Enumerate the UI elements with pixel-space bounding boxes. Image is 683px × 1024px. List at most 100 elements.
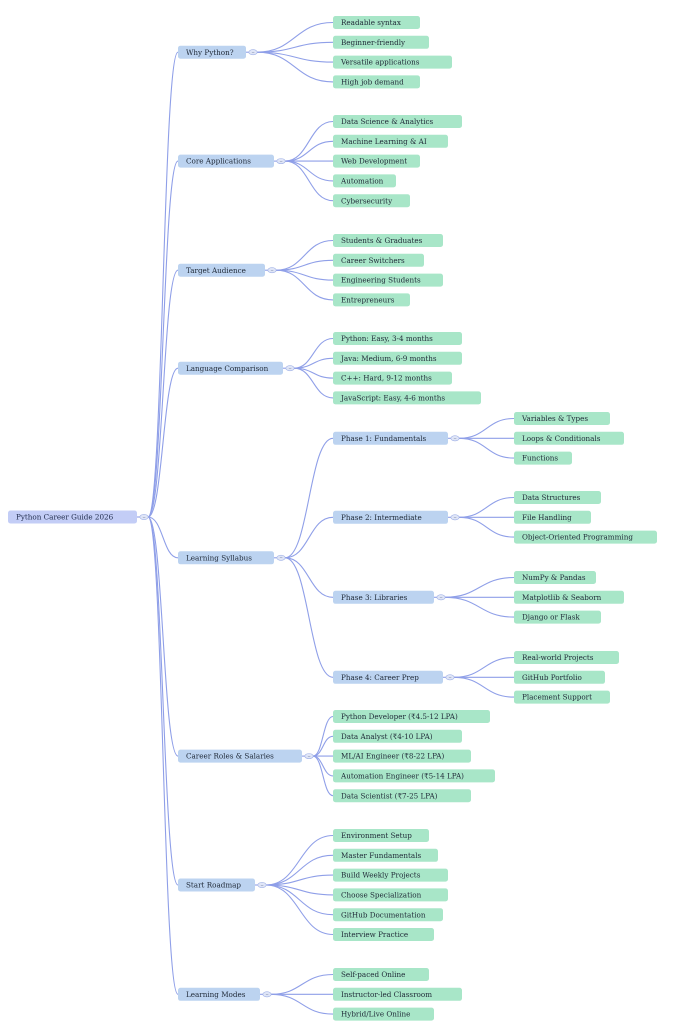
edge-python-career-guide-2026-career-roles-salaries [147,516,179,757]
node-box [333,134,448,148]
node-label: Matplotlib & Seaborn [522,593,602,602]
collapse-toggle-start-roadmap[interactable]: − [257,882,267,888]
leaf-node-high-job-demand[interactable]: High job demand [333,75,420,89]
branch-node-why-python[interactable]: Why Python? [178,45,246,59]
leaf-node-cybersecurity[interactable]: Cybersecurity [333,194,410,208]
node-box [333,194,410,208]
collapse-toggle-why-python[interactable]: − [248,49,258,56]
leaf-node-real-world-projects[interactable]: Real-world Projects [514,651,619,664]
collapse-toggle-target-audience[interactable]: − [267,267,277,274]
collapse-toggle-phase-4-career-prep[interactable]: − [445,674,455,681]
node-box [178,551,274,565]
leaf-node-github-portfolio[interactable]: GitHub Portfolio [514,670,605,684]
node-box [178,154,274,168]
leaf-node-build-weekly-projects[interactable]: Build Weekly Projects [333,868,448,882]
leaf-node-variables-types[interactable]: Variables & Types [514,412,610,425]
leaf-node-java-medium-6-9-months[interactable]: Java: Medium, 6-9 months [333,351,462,365]
edge-career-roles-salaries-data-scientist-7-25-lpa [312,755,334,797]
edge-target-audience-career-switchers [275,259,334,271]
leaf-node-automation-engineer-5-14-lpa[interactable]: Automation Engineer (₹5-14 LPA) [333,769,495,783]
branch-node-target-audience[interactable]: Target Audience [178,263,265,277]
leaf-node-automation[interactable]: Automation [333,174,396,188]
branch-node-career-roles-salaries[interactable]: Career Roles & Salaries [178,749,302,763]
node-box [333,174,396,188]
node-layer: Python Career Guide 2026 Why Python? Reada… [8,16,657,1021]
edge-phase-1-fundamentals-functions [458,437,515,459]
leaf-node-entrepreneurs[interactable]: Entrepreneurs [333,293,410,307]
leaf-node-engineering-students[interactable]: Engineering Students [333,273,443,287]
leaf-node-data-structures[interactable]: Data Structures [514,491,601,504]
leaf-node-data-science-analytics[interactable]: Data Science & Analytics [333,115,462,128]
collapse-toggle-python-career-guide-2026[interactable]: − [139,514,149,520]
leaf-node-versatile-applications[interactable]: Versatile applications [333,55,452,69]
leaf-node-instructor-led-classroom[interactable]: Instructor-led Classroom [333,987,462,1001]
branch-node-phase-4-career-prep[interactable]: Phase 4: Career Prep [333,670,443,684]
node-box [514,670,605,684]
node-box [333,391,481,405]
leaf-node-object-oriented-programming[interactable]: Object-Oriented Programming [514,530,657,544]
leaf-node-master-fundamentals[interactable]: Master Fundamentals [333,848,438,862]
node-box [8,510,137,524]
leaf-node-hybrid-live-online[interactable]: Hybrid/Live Online [333,1007,434,1021]
collapse-toggle-phase-2-intermediate[interactable]: − [450,514,460,521]
branch-node-learning-syllabus[interactable]: Learning Syllabus [178,551,274,565]
leaf-node-matplotlib-seaborn[interactable]: Matplotlib & Seaborn [514,590,624,604]
collapse-toggle-language-comparison[interactable]: − [285,365,295,372]
collapse-toggle-phase-1-fundamentals[interactable]: − [450,435,460,442]
branch-node-phase-2-intermediate[interactable]: Phase 2: Intermediate [333,510,448,524]
svg-text:−: − [265,992,268,997]
leaf-node-data-scientist-7-25-lpa[interactable]: Data Scientist (₹7-25 LPA) [333,789,471,803]
leaf-node-interview-practice[interactable]: Interview Practice [333,928,434,941]
node-box [514,571,596,584]
leaf-node-loops-conditionals[interactable]: Loops & Conditionals [514,431,624,445]
node-box [178,987,260,1001]
leaf-node-django-or-flask[interactable]: Django or Flask [514,610,601,624]
svg-text:−: − [453,515,456,520]
leaf-node-python-easy-3-4-months[interactable]: Python: Easy, 3-4 months [333,332,462,345]
branch-node-core-applications[interactable]: Core Applications [178,154,274,168]
leaf-node-career-switchers[interactable]: Career Switchers [333,253,424,267]
node-label: JavaScript: Easy, 4-6 months [340,394,445,403]
collapse-toggle-learning-syllabus[interactable]: − [276,554,286,561]
leaf-node-choose-specialization[interactable]: Choose Specialization [333,888,448,902]
branch-node-phase-3-libraries[interactable]: Phase 3: Libraries [333,590,434,604]
node-label: Master Fundamentals [341,851,421,860]
collapse-toggle-career-roles-salaries[interactable]: − [304,753,314,759]
node-box [333,710,490,723]
leaf-node-environment-setup[interactable]: Environment Setup [333,829,429,842]
collapse-toggle-core-applications[interactable]: − [276,158,286,164]
node-box [333,888,448,902]
branch-node-language-comparison[interactable]: Language Comparison [178,361,283,375]
collapse-toggle-learning-modes[interactable]: − [262,991,272,998]
leaf-node-beginner-friendly[interactable]: Beginner-friendly [333,35,429,49]
edge-learning-modes-self-paced-online [270,973,334,995]
leaf-node-c-hard-9-12-months[interactable]: C++: Hard, 9-12 months [333,371,452,385]
node-box [514,651,619,664]
branch-node-learning-modes[interactable]: Learning Modes [178,987,260,1001]
node-label: Why Python? [186,48,234,57]
leaf-node-readable-syntax[interactable]: Readable syntax [333,16,420,29]
branch-node-start-roadmap[interactable]: Start Roadmap [178,878,255,892]
leaf-node-file-handling[interactable]: File Handling [514,510,591,524]
leaf-node-data-analyst-4-10-lpa[interactable]: Data Analyst (₹4-10 LPA) [333,729,462,743]
leaf-node-numpy-pandas[interactable]: NumPy & Pandas [514,571,596,584]
leaf-node-github-documentation[interactable]: GitHub Documentation [333,908,443,922]
leaf-node-javascript-easy-4-6-months[interactable]: JavaScript: Easy, 4-6 months [333,391,481,405]
leaf-node-students-graduates[interactable]: Students & Graduates [333,234,443,247]
leaf-node-placement-support[interactable]: Placement Support [514,690,610,704]
leaf-node-machine-learning-ai[interactable]: Machine Learning & AI [333,134,448,148]
leaf-node-web-development[interactable]: Web Development [333,154,420,168]
edge-phase-2-intermediate-object-oriented-programming [458,516,515,538]
leaf-node-self-paced-online[interactable]: Self-paced Online [333,968,429,981]
leaf-node-python-developer-4-5-12-lpa[interactable]: Python Developer (₹4.5-12 LPA) [333,710,490,723]
branch-node-phase-1-fundamentals[interactable]: Phase 1: Fundamentals [333,431,448,445]
leaf-node-functions[interactable]: Functions [514,451,572,465]
node-box [333,868,448,882]
edge-start-roadmap-build-weekly-projects [265,874,334,886]
root-node[interactable]: Python Career Guide 2026 [8,510,137,524]
node-label: Readable syntax [341,18,401,27]
collapse-toggle-phase-3-libraries[interactable]: − [436,594,446,601]
leaf-node-ml-ai-engineer-8-22-lpa[interactable]: ML/AI Engineer (₹8-22 LPA) [333,749,471,763]
edge-core-applications-cybersecurity [284,160,334,202]
node-box [333,154,420,168]
